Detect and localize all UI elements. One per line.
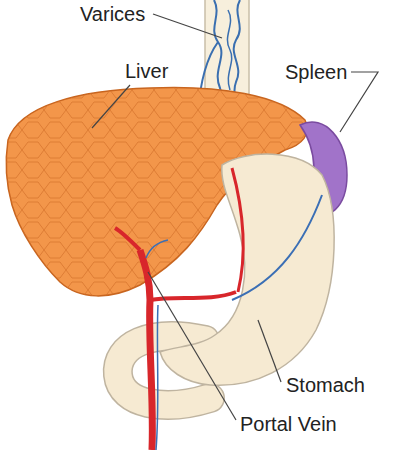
part-label: Stomach [286,374,365,396]
part-label: Liver [125,60,168,82]
part-label: Spleen [285,61,347,83]
stomach [160,154,334,385]
part-label: Portal Vein [240,413,337,435]
vessels [115,168,322,450]
part-label: Varices [80,3,145,25]
leader-lines [92,14,378,420]
